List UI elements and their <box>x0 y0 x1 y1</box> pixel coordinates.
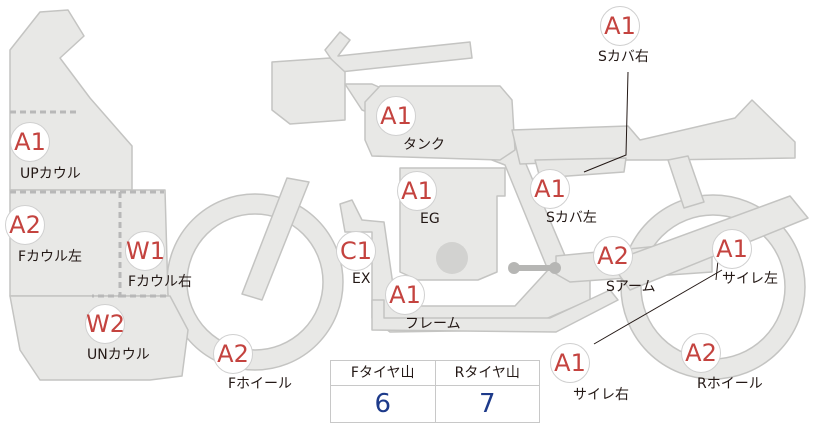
code-exhaust: C1 <box>336 231 376 271</box>
label-swing-arm: Sアーム <box>606 279 656 295</box>
exhaust-pipe-shape <box>371 289 619 333</box>
label-s-cover-right: Sカバ右 <box>598 49 649 65</box>
rear-tread-header: Rタイヤ山 <box>434 361 539 386</box>
front-tread-value: 6 <box>374 389 392 419</box>
label-up-cowl: UPカウル <box>20 166 81 182</box>
code-silencer-right: A1 <box>550 343 590 383</box>
label-silencer-left: サイレ左 <box>722 271 778 287</box>
code-s-cover-left: A1 <box>530 169 570 209</box>
label-frame: フレーム <box>405 316 461 332</box>
code-f-cowl-left: A2 <box>5 205 45 245</box>
tread-header-row: Fタイヤ山 Rタイヤ山 <box>331 361 539 386</box>
label-un-cowl: UNカウル <box>87 347 150 363</box>
label-f-cowl-left: Fカウル左 <box>18 249 83 265</box>
code-r-wheel: A2 <box>681 333 721 373</box>
code-tank: A1 <box>376 96 416 136</box>
front-tread-header: Fタイヤ山 <box>331 361 435 386</box>
label-f-wheel: Fホイール <box>228 376 293 392</box>
code-s-cover-right: A1 <box>600 6 640 46</box>
headlight-shape <box>271 57 346 125</box>
rear-tread-value: 7 <box>434 386 540 423</box>
label-tank: タンク <box>403 137 445 153</box>
handlebar-shape <box>324 31 473 73</box>
label-f-cowl-right: Fカウル右 <box>128 274 193 290</box>
shock-shape <box>667 155 705 209</box>
code-f-cowl-right: W1 <box>125 231 165 271</box>
seat-shape <box>511 99 796 165</box>
leader-silencer-right <box>593 269 723 345</box>
front-fork-shape <box>241 177 310 301</box>
code-swing-arm: A2 <box>593 236 633 276</box>
label-silencer-right: サイレ右 <box>573 387 629 403</box>
leader-s-cover-right <box>583 71 629 173</box>
silencer-shape <box>609 195 809 291</box>
code-f-wheel: A2 <box>213 334 253 374</box>
code-up-cowl: A1 <box>10 122 50 162</box>
code-frame: A1 <box>385 275 425 315</box>
label-engine: EG <box>420 211 440 227</box>
engine-cover-circle <box>436 242 468 274</box>
label-exhaust: EX <box>352 271 371 287</box>
label-r-wheel: Rホイール <box>697 376 763 392</box>
tire-tread-table: Fタイヤ山 Rタイヤ山 6 7 <box>330 360 540 423</box>
tread-value-row: 6 7 <box>331 386 539 423</box>
code-silencer-left: A1 <box>712 229 752 269</box>
code-engine: A1 <box>397 171 437 211</box>
label-s-cover-left: Sカバ左 <box>546 210 597 226</box>
code-un-cowl: W2 <box>85 304 125 344</box>
